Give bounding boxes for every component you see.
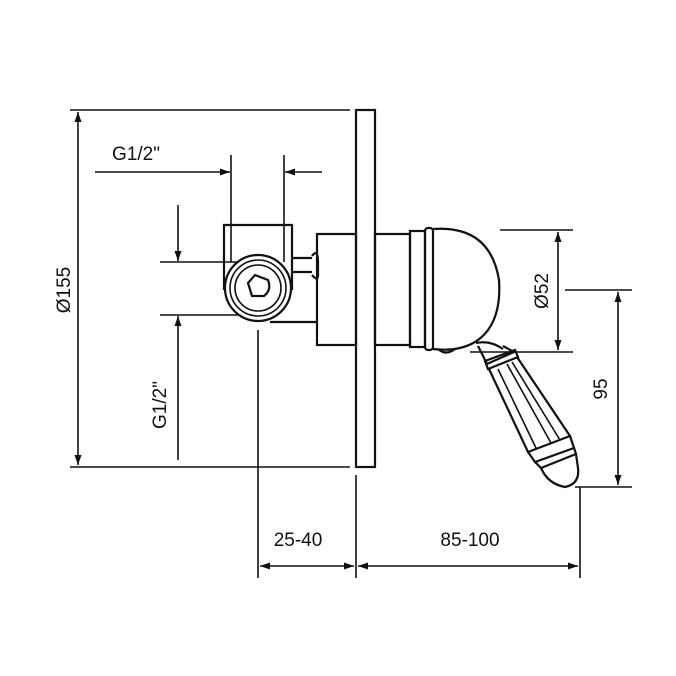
dim-top-connection: G1/2": [95, 144, 322, 225]
dim-handle-height: 95: [565, 289, 632, 488]
dim-escutcheon-diameter: Ø52: [470, 229, 573, 353]
label-plate-diameter: Ø155: [54, 267, 75, 313]
wall-plate: [354, 108, 377, 469]
label-side-connection: G1/2": [150, 381, 171, 429]
dim-side-connection: G1/2": [150, 205, 250, 460]
label-escutcheon-diameter: Ø52: [532, 273, 553, 309]
valve-body: [222, 223, 501, 354]
label-wall-depth: 25-40: [274, 530, 323, 551]
lever-handle: [475, 341, 580, 489]
dim-plate-diameter: Ø155: [54, 109, 350, 468]
dim-bottom: 25-40 85-100: [257, 330, 581, 578]
label-handle-height: 95: [591, 378, 612, 399]
label-projection: 85-100: [440, 530, 499, 551]
label-top-connection: G1/2": [112, 144, 160, 165]
